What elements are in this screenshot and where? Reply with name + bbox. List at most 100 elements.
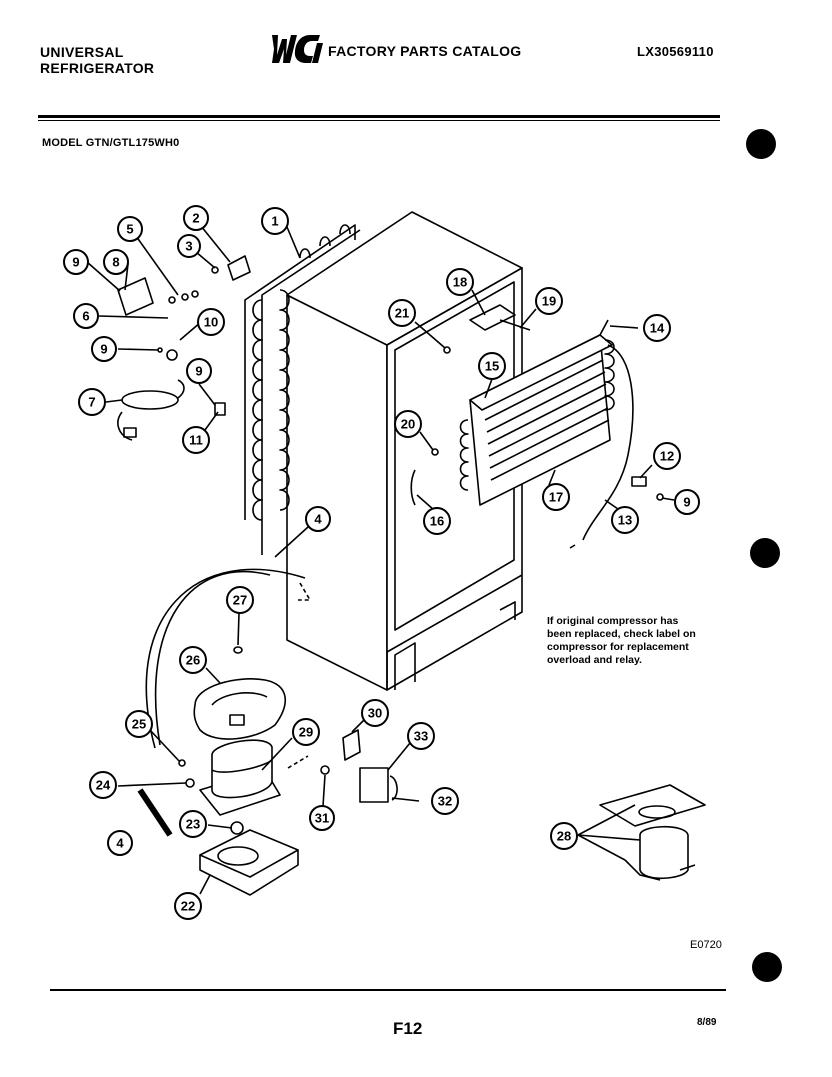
svg-text:14: 14 — [650, 321, 665, 336]
callout: 9 — [186, 358, 212, 384]
callout: 30 — [361, 699, 389, 727]
svg-text:10: 10 — [204, 315, 218, 330]
company-name: UNIVERSAL REFRIGERATOR — [40, 44, 154, 76]
callout: 22 — [174, 892, 202, 920]
svg-text:4: 4 — [116, 836, 124, 851]
catalog-date: 8/89 — [697, 1017, 717, 1028]
svg-text:7: 7 — [88, 395, 95, 410]
callout: 27 — [226, 586, 254, 614]
catalog-title: FACTORY PARTS CATALOG — [328, 43, 522, 59]
callout: 13 — [611, 506, 639, 534]
callout: 4 — [305, 506, 331, 532]
callout: 2 — [183, 205, 209, 231]
svg-text:30: 30 — [368, 706, 382, 721]
callout: 32 — [431, 787, 459, 815]
callout: 9 — [674, 489, 700, 515]
svg-text:16: 16 — [430, 514, 444, 529]
callout: 8 — [103, 249, 129, 275]
compressor — [199, 714, 281, 816]
compressor-note: If original compressor has been replaced… — [547, 615, 747, 667]
svg-text:17: 17 — [549, 490, 563, 505]
svg-text:23: 23 — [186, 817, 200, 832]
callout: 5 — [117, 216, 143, 242]
svg-text:9: 9 — [72, 255, 79, 270]
callout: 10 — [197, 308, 225, 336]
wci-logo — [272, 35, 323, 63]
svg-text:1: 1 — [271, 214, 278, 229]
svg-text:11: 11 — [189, 433, 203, 448]
model-number: MODEL GTN/GTL175WH0 — [42, 137, 180, 149]
binder-hole-bottom — [752, 952, 782, 982]
svg-text:4: 4 — [314, 512, 322, 527]
callout: 16 — [423, 507, 451, 535]
svg-text:5: 5 — [126, 222, 133, 237]
callout: 25 — [125, 710, 153, 738]
callout: 15 — [478, 352, 506, 380]
binder-hole-top — [746, 129, 776, 159]
svg-text:27: 27 — [233, 593, 247, 608]
note-line-3: compressor for replacement — [547, 641, 689, 653]
svg-text:15: 15 — [485, 359, 499, 374]
callout: 28 — [550, 822, 578, 850]
svg-text:26: 26 — [186, 653, 200, 668]
svg-text:19: 19 — [542, 294, 556, 309]
svg-text:24: 24 — [96, 778, 111, 793]
callout: 17 — [542, 483, 570, 511]
compressor-mount — [599, 784, 706, 881]
svg-text:12: 12 — [660, 449, 674, 464]
note-line-4: overload and relay. — [547, 654, 642, 666]
document-number: LX30569110 — [637, 44, 714, 59]
callout: 6 — [73, 303, 99, 329]
callout: 26 — [179, 646, 207, 674]
header-rule — [38, 115, 720, 118]
header-rule-thin — [38, 120, 720, 121]
note-line-2: been replaced, check label on — [547, 628, 696, 640]
callouts: 1 2 3 5 9 8 6 10 9 9 7 11 18 19 21 14 15… — [63, 205, 700, 920]
svg-text:25: 25 — [132, 717, 146, 732]
callout: 4 — [107, 830, 133, 856]
svg-text:9: 9 — [683, 495, 690, 510]
svg-text:9: 9 — [195, 364, 202, 379]
svg-text:9: 9 — [100, 342, 107, 357]
svg-text:18: 18 — [453, 275, 467, 290]
condenser-coil — [244, 224, 361, 555]
svg-text:13: 13 — [618, 513, 632, 528]
callout: 18 — [446, 268, 474, 296]
company-line-2: REFRIGERATOR — [40, 60, 155, 76]
callout: 9 — [63, 249, 89, 275]
figure-code: E0720 — [690, 939, 722, 951]
note-line-1: If original compressor has — [547, 615, 679, 627]
binder-hole-middle — [750, 538, 780, 568]
callout: 14 — [643, 314, 671, 342]
svg-text:20: 20 — [401, 417, 415, 432]
callout: 29 — [292, 718, 320, 746]
callout: 19 — [535, 287, 563, 315]
callout: 7 — [78, 388, 106, 416]
callout: 24 — [89, 771, 117, 799]
svg-text:2: 2 — [192, 211, 199, 226]
svg-text:6: 6 — [82, 309, 89, 324]
callout: 31 — [309, 805, 335, 831]
callout: 12 — [653, 442, 681, 470]
callout: 20 — [394, 410, 422, 438]
svg-text:28: 28 — [557, 829, 571, 844]
callout: 33 — [407, 722, 435, 750]
callout: 23 — [179, 810, 207, 838]
callout: 1 — [261, 207, 289, 235]
svg-text:32: 32 — [438, 794, 452, 809]
svg-text:22: 22 — [181, 899, 195, 914]
company-line-1: UNIVERSAL — [40, 44, 124, 60]
footer-rule — [50, 989, 726, 991]
callout: 21 — [388, 299, 416, 327]
svg-text:29: 29 — [299, 725, 313, 740]
page-number: F12 — [393, 1019, 423, 1038]
evaporator — [459, 319, 634, 549]
svg-text:33: 33 — [414, 729, 428, 744]
svg-text:8: 8 — [112, 255, 119, 270]
callout: 9 — [91, 336, 117, 362]
callout: 3 — [177, 234, 201, 258]
callout: 11 — [182, 426, 210, 454]
svg-text:21: 21 — [395, 306, 409, 321]
svg-text:3: 3 — [185, 239, 192, 254]
